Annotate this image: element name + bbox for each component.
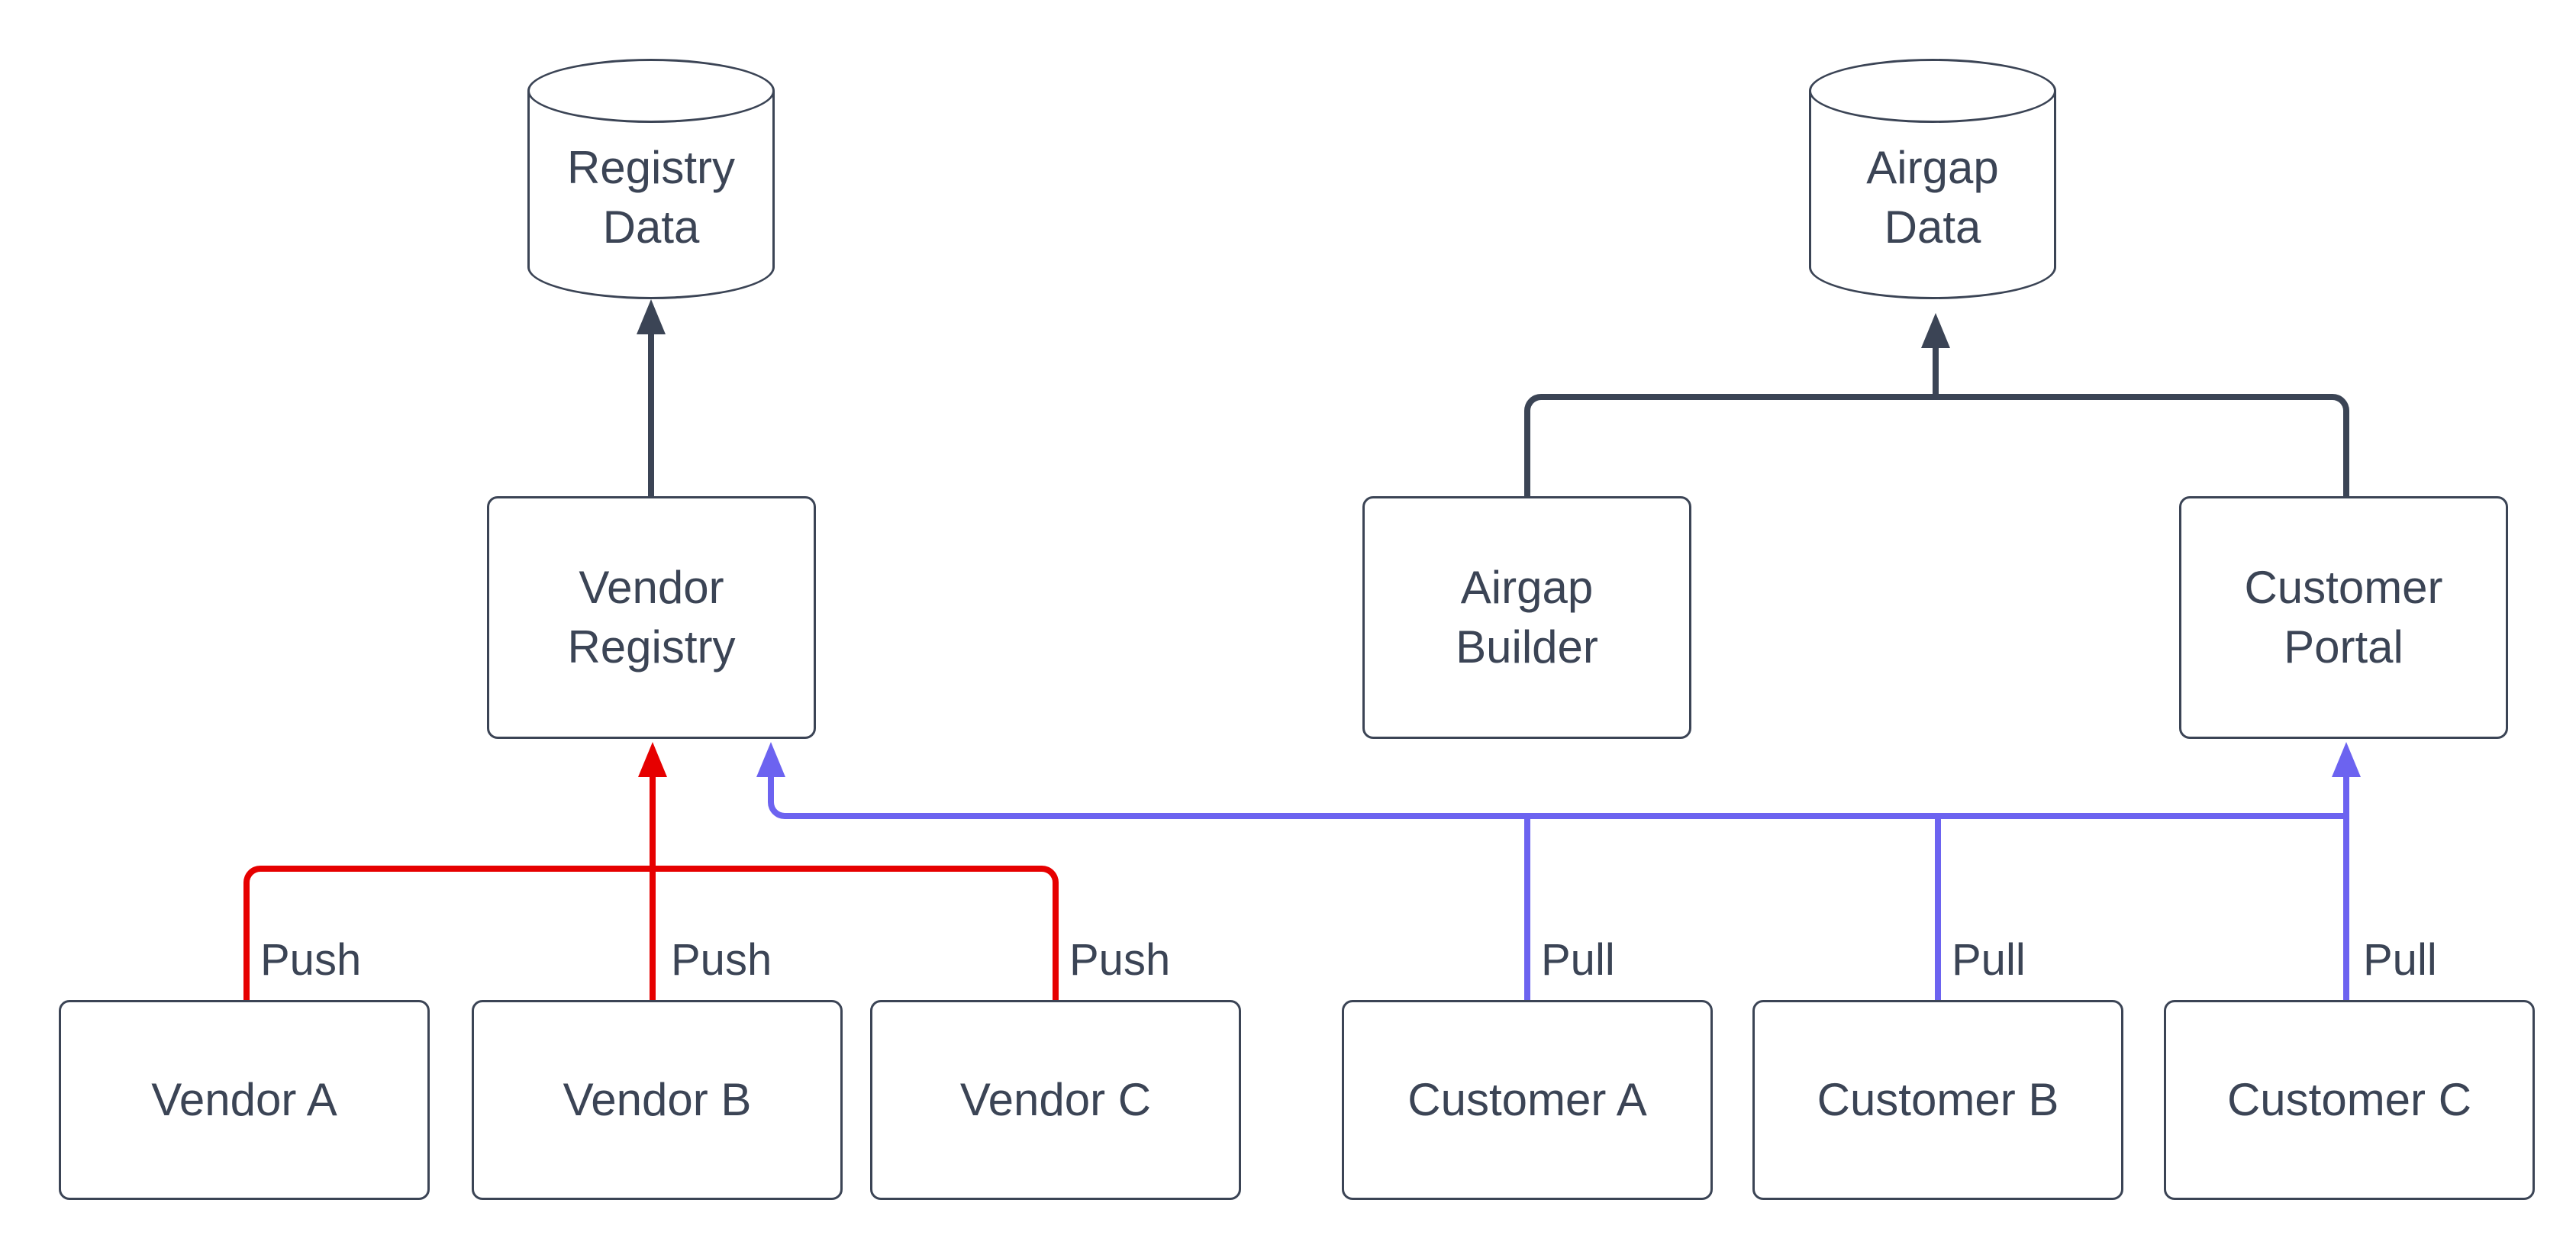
edge-label-pull-customer-b: Pull: [1952, 935, 2026, 985]
node-airgap-builder: Airgap Builder: [1362, 496, 1691, 739]
arrowhead-up-icon: [638, 742, 667, 777]
edge-segment: [1933, 345, 1939, 400]
edge-elbow: [1936, 394, 2349, 496]
arrowhead-up-icon: [2332, 742, 2361, 777]
node-vendor-a: Vendor A: [59, 1000, 430, 1200]
edge-segment: [1935, 819, 1941, 1000]
edge-elbow: [1524, 394, 1936, 496]
node-vendor-b: Vendor B: [472, 1000, 843, 1200]
edge-segment: [2343, 774, 2349, 1000]
edge-elbow: [653, 866, 1059, 1000]
node-customer-portal: Customer Portal: [2179, 496, 2508, 739]
edge-label-push-vendor-c: Push: [1069, 935, 1171, 985]
cylinder-top: [1809, 59, 2056, 123]
node-label: Registry Data: [566, 141, 736, 253]
edge-elbow: [768, 774, 992, 819]
node-vendor-registry: Vendor Registry: [487, 496, 816, 739]
node-airgap-data: Airgap Data: [1809, 59, 2056, 299]
node-customer-b: Customer B: [1752, 1000, 2123, 1200]
edge-label-push-vendor-b: Push: [671, 935, 772, 985]
arrowhead-up-icon: [637, 299, 666, 334]
node-registry-data: Registry Data: [527, 59, 775, 299]
edge-segment: [648, 330, 654, 496]
node-customer-a: Customer A: [1342, 1000, 1713, 1200]
edge-label-pull-customer-a: Pull: [1541, 935, 1615, 985]
edge-elbow: [243, 866, 653, 1000]
edge-segment: [650, 774, 656, 1000]
node-vendor-c: Vendor C: [870, 1000, 1241, 1200]
edge-segment: [988, 813, 2349, 819]
cylinder-body: [1809, 91, 2056, 267]
arrowhead-up-icon: [756, 742, 785, 777]
edge-label-push-vendor-a: Push: [260, 935, 362, 985]
node-label: Airgap Data: [1866, 141, 1999, 253]
node-customer-c: Customer C: [2164, 1000, 2535, 1200]
cylinder-top: [527, 59, 775, 123]
edge-label-pull-customer-c: Pull: [2363, 935, 2437, 985]
edge-segment: [1524, 819, 1530, 1000]
arrowhead-up-icon: [1921, 313, 1950, 348]
